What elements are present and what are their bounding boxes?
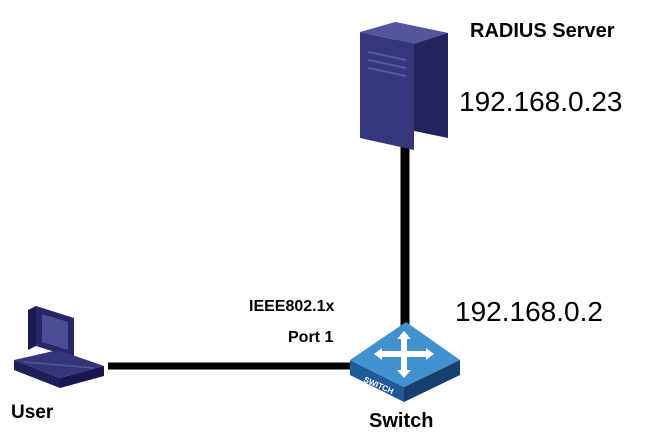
switch-label: Switch bbox=[369, 410, 434, 432]
port-protocol-label: IEEE802.1x bbox=[249, 298, 335, 315]
desktop-computer-icon bbox=[14, 306, 104, 388]
server-label: RADIUS Server bbox=[470, 20, 615, 42]
port-name-label: Port 1 bbox=[288, 329, 334, 346]
server-ip: 192.168.0.23 bbox=[459, 86, 623, 117]
switch-ip: 192.168.0.2 bbox=[455, 296, 603, 327]
server-tower-icon bbox=[360, 22, 448, 150]
user-label: User bbox=[11, 402, 54, 423]
switch-icon bbox=[350, 322, 460, 402]
